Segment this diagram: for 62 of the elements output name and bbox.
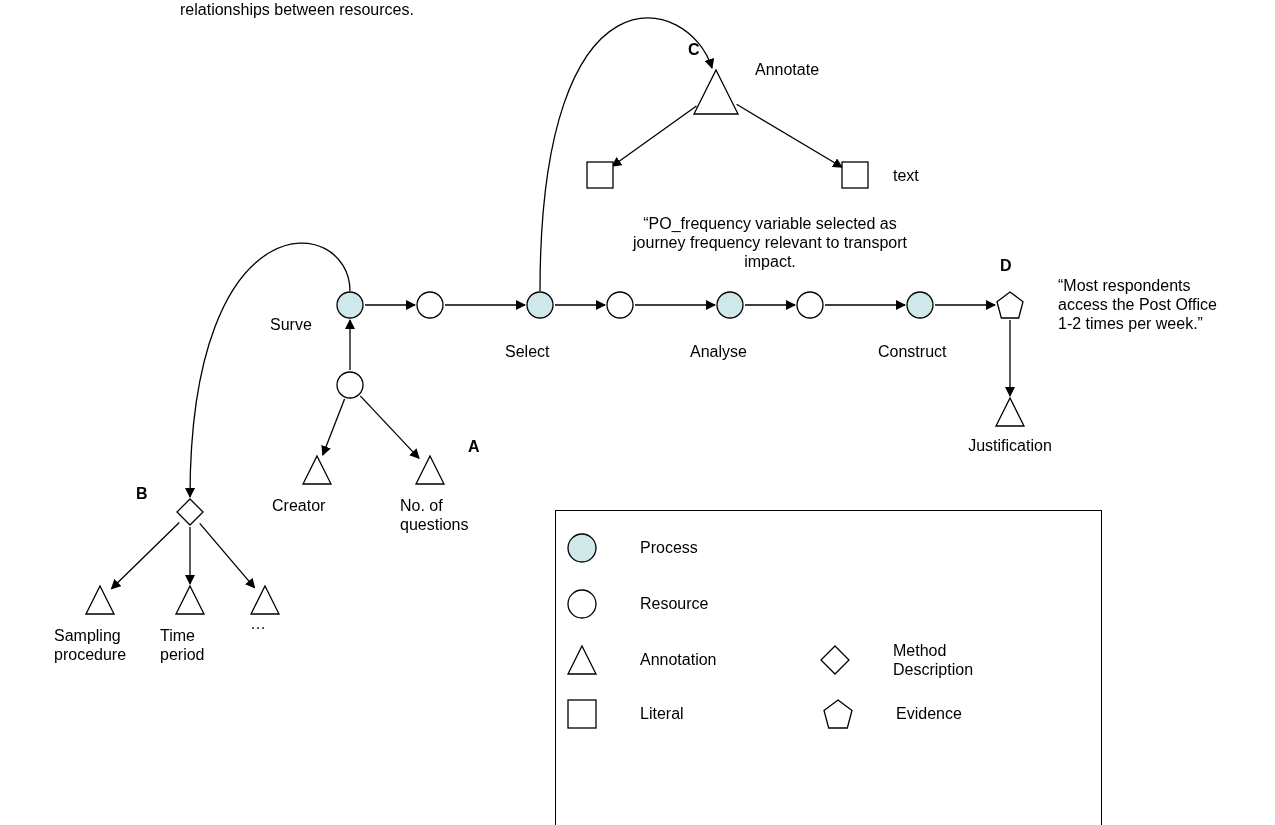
node-label: Time period: [160, 626, 206, 664]
arrow: [359, 395, 420, 460]
legend-label: Annotation: [640, 650, 718, 669]
legend-label: Evidence: [896, 704, 963, 723]
arrow: [554, 300, 606, 310]
resource-circle: [606, 291, 634, 319]
callout-letter: C: [688, 40, 701, 59]
arrow: [824, 300, 906, 310]
annotation-triangle: [995, 397, 1025, 427]
callout-letter: A: [468, 437, 481, 456]
process-circle: [526, 291, 554, 319]
arrow: [1005, 319, 1015, 397]
annotation-triangle: [175, 585, 205, 615]
arrow: [110, 521, 180, 590]
arrow: [611, 105, 698, 167]
node-label: “Most respondents access the Post Office 1-2 times per week.”: [1058, 276, 1218, 333]
annotation-triangle: [250, 585, 280, 615]
process-circle: [906, 291, 934, 319]
arrow: [934, 300, 996, 310]
note-text: “PO_frequency variable selected as journey frequency relevant to transport impact.: [631, 214, 908, 271]
callout-letter: B: [136, 484, 149, 503]
arrow: [364, 300, 416, 310]
legend-label: Resource: [640, 594, 710, 613]
arrow: [185, 242, 351, 498]
literal-square: [841, 161, 869, 189]
resource-circle: [796, 291, 824, 319]
node-label: Justification: [967, 436, 1053, 455]
arrow: [735, 103, 843, 168]
node-label: Construct: [878, 342, 948, 361]
annotation-triangle: [302, 455, 332, 485]
node-label: Select: [505, 342, 551, 361]
arrow: [634, 300, 716, 310]
arrow: [345, 319, 355, 371]
arrow: [539, 18, 713, 292]
resource-circle: [416, 291, 444, 319]
note-text: relationships between resources.: [180, 0, 415, 19]
legend-label: Process: [640, 538, 699, 557]
arrow: [321, 398, 346, 456]
node-label: Surve: [270, 315, 313, 334]
node-label: Sampling procedure: [54, 626, 128, 664]
arrow: [185, 526, 195, 585]
annotation-triangle: [85, 585, 115, 615]
process-circle: [716, 291, 744, 319]
method-diamond: [176, 498, 204, 526]
node-label: Annotate: [755, 60, 821, 79]
node-label: …: [250, 614, 267, 633]
evidence-pentagon: [996, 291, 1024, 319]
annotation-triangle: [415, 455, 445, 485]
node-label: text: [893, 166, 920, 185]
arrow: [444, 300, 526, 310]
callout-letter: D: [1000, 256, 1013, 275]
node-label: Creator: [272, 496, 327, 515]
process-circle: [336, 291, 364, 319]
annotation-triangle: [693, 69, 739, 115]
legend-label: Literal: [640, 704, 685, 723]
literal-square: [586, 161, 614, 189]
arrow: [744, 300, 796, 310]
legend-label: Method Description: [893, 641, 975, 679]
arrow: [199, 522, 256, 589]
node-label: No. of questions: [400, 496, 470, 534]
node-label: Analyse: [690, 342, 748, 361]
resource-circle: [336, 371, 364, 399]
